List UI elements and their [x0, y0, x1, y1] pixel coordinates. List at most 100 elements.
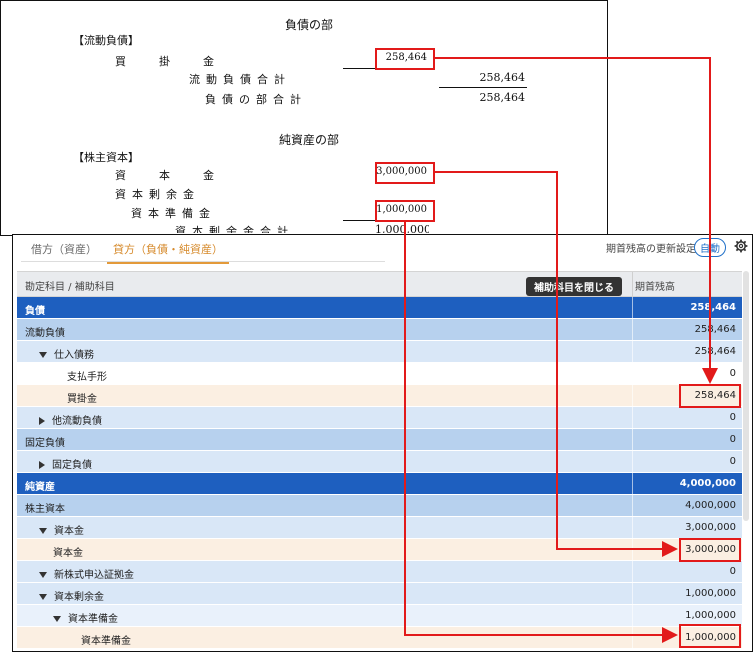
column-divider — [632, 517, 633, 538]
table-row[interactable]: 資本金 3,000,000 — [17, 539, 742, 561]
column-divider — [632, 561, 633, 582]
column-divider — [632, 319, 633, 340]
account-column-header: 勘定科目 / 補助科目 — [25, 282, 115, 293]
table-row[interactable]: 仕入債務 258,464 — [17, 341, 742, 363]
highlight-box-app-accounts-payable — [679, 384, 741, 408]
underline — [343, 68, 379, 69]
column-divider — [632, 627, 633, 648]
account-name: 資本準備金 — [53, 610, 118, 625]
account-name: 支払手形 — [67, 368, 107, 383]
auto-update-toggle[interactable]: 自動 — [694, 238, 726, 257]
opening-balance-value[interactable]: 258,464 — [694, 324, 736, 335]
account-label: 株主資本 — [25, 504, 65, 515]
column-divider — [632, 363, 633, 384]
table-row[interactable]: 固定負債 0 — [17, 451, 742, 473]
table-row[interactable]: 資本準備金 1,000,000 — [17, 605, 742, 627]
table-row[interactable]: 新株式申込証拠金 0 — [17, 561, 742, 583]
close-sub-accounts-button[interactable]: 補助科目を閉じる — [526, 277, 622, 296]
collapse-triangle-icon[interactable] — [39, 572, 47, 578]
opening-balance-value[interactable]: 3,000,000 — [685, 544, 736, 555]
table-row[interactable]: 負債 258,464 — [17, 297, 742, 319]
account-label: 仕入債務 — [54, 350, 94, 361]
account-label: 資本準備金 — [81, 636, 131, 647]
account-name: 資本剰余金 — [39, 588, 104, 603]
table-row[interactable]: 資本剰余金 1,000,000 — [17, 583, 742, 605]
accounts-payable-value: 258,464 — [385, 52, 427, 63]
table-row[interactable]: 株主資本 4,000,000 — [17, 495, 742, 517]
column-divider — [632, 583, 633, 604]
account-label: 固定負債 — [52, 460, 92, 471]
current-liabilities-total-value: 258,464 — [479, 71, 526, 84]
account-name: 純資産 — [25, 478, 55, 493]
account-name: 仕入債務 — [39, 346, 94, 361]
opening-balance-value[interactable]: 3,000,000 — [685, 522, 736, 533]
account-name: 株主資本 — [25, 500, 65, 515]
opening-balance-value[interactable]: 0 — [729, 434, 736, 445]
gear-icon[interactable] — [734, 239, 748, 253]
capital-reserve-value: 1,000,000 — [376, 204, 427, 215]
opening-balance-value[interactable]: 0 — [729, 566, 736, 577]
table-row[interactable]: 買掛金 258,464 — [17, 385, 742, 407]
underline — [439, 87, 527, 88]
expand-triangle-icon[interactable] — [39, 417, 45, 425]
collapse-triangle-icon[interactable] — [53, 616, 61, 622]
capital-label: 資 本 金 — [115, 169, 214, 182]
account-name: 資本準備金 — [81, 632, 131, 647]
collapse-triangle-icon[interactable] — [39, 352, 47, 358]
collapse-triangle-icon[interactable] — [39, 594, 47, 600]
account-label: 支払手形 — [67, 372, 107, 383]
account-name: 固定負債 — [39, 456, 92, 471]
table-row[interactable]: 流動負債 258,464 — [17, 319, 742, 341]
account-name: 買掛金 — [67, 390, 97, 405]
account-label: 他流動負債 — [52, 416, 102, 427]
opening-balance-value[interactable]: 0 — [729, 368, 736, 379]
highlight-box-accounts-payable: 258,464 — [375, 48, 435, 70]
account-name: 流動負債 — [25, 324, 65, 339]
highlight-box-capital: 3,000,000 — [375, 162, 435, 184]
table-row[interactable]: 他流動負債 0 — [17, 407, 742, 429]
column-divider — [632, 429, 633, 450]
opening-balance-value[interactable]: 258,464 — [690, 302, 736, 313]
opening-balance-value[interactable]: 4,000,000 — [685, 500, 736, 511]
column-divider — [632, 341, 633, 362]
tab-bar: 借方（資産） 貸方（負債・純資産） — [21, 235, 385, 264]
column-divider — [632, 272, 633, 296]
accounts-payable-label: 買 掛 金 — [115, 55, 214, 68]
opening-balance-value[interactable]: 1,000,000 — [685, 632, 736, 643]
account-label: 固定負債 — [25, 438, 65, 449]
opening-balance-value[interactable]: 1,000,000 — [685, 610, 736, 621]
column-divider — [632, 495, 633, 516]
capital-value: 3,000,000 — [376, 166, 427, 177]
column-divider — [632, 385, 633, 406]
expand-triangle-icon[interactable] — [39, 461, 45, 469]
opening-balance-value[interactable]: 258,464 — [694, 346, 736, 357]
opening-balance-value[interactable]: 4,000,000 — [679, 478, 736, 489]
opening-balance-value[interactable]: 0 — [729, 456, 736, 467]
account-label: 資本金 — [53, 548, 83, 559]
capital-reserve-label: 資本準備金 — [131, 207, 216, 220]
table-header: 勘定科目 / 補助科目 補助科目を閉じる 期首残高 — [17, 271, 742, 297]
tab-credit-liabilities-net-assets[interactable]: 貸方（負債・純資産） — [107, 241, 229, 264]
collapse-triangle-icon[interactable] — [39, 528, 47, 534]
balance-sheet-document: 負債の部 【流動負債】 買 掛 金 流動負債合計 258,464 負債の部合計 … — [0, 0, 608, 236]
highlight-box-app-capital-reserve — [679, 624, 741, 648]
highlight-box-capital-reserve: 1,000,000 — [375, 200, 435, 222]
table-row[interactable]: 支払手形 0 — [17, 363, 742, 385]
tab-debit-assets[interactable]: 借方（資産） — [31, 243, 97, 256]
account-label: 純資産 — [25, 482, 55, 493]
opening-balance-value[interactable]: 1,000,000 — [685, 588, 736, 599]
liabilities-section-header: 負債の部 — [285, 18, 334, 32]
account-name: 負債 — [25, 302, 45, 317]
table-row[interactable]: 固定負債 0 — [17, 429, 742, 451]
vertical-scrollbar[interactable] — [743, 271, 749, 521]
underline — [343, 220, 379, 221]
table-row[interactable]: 資本準備金 1,000,000 — [17, 627, 742, 649]
table-row[interactable]: 純資産 4,000,000 — [17, 473, 742, 495]
column-divider — [632, 451, 633, 472]
opening-balance-value[interactable]: 0 — [729, 412, 736, 423]
account-name: 固定負債 — [25, 434, 65, 449]
account-label: 新株式申込証拠金 — [54, 570, 134, 581]
opening-balance-value[interactable]: 258,464 — [694, 390, 736, 401]
capital-surplus-total-label: 資本剰余金合計 — [175, 225, 294, 233]
